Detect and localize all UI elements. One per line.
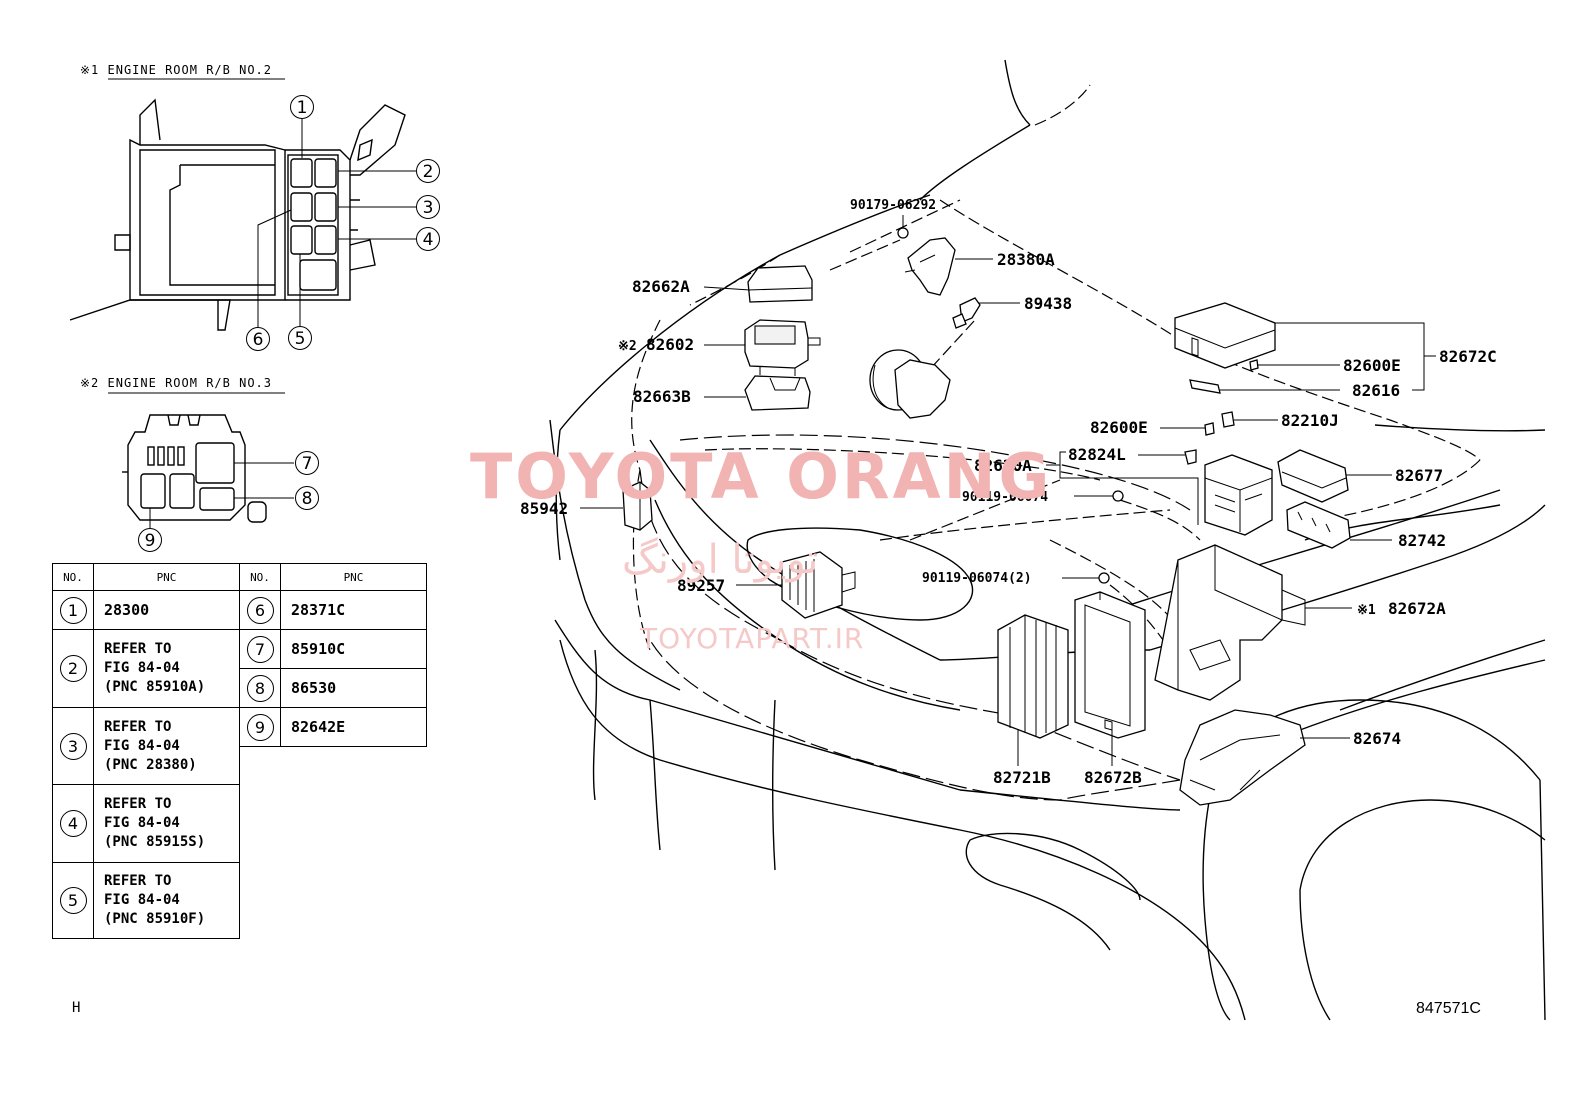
svg-text:5: 5 — [295, 329, 306, 349]
part-82620A-block — [1204, 454, 1273, 536]
circle-6: 6 — [246, 327, 270, 351]
header-no-right: NO. — [239, 563, 281, 591]
table-row-2-pnc: REFER TO FIG 84-04 (PNC 85910A) — [93, 629, 240, 708]
circle-1: 1 — [290, 95, 314, 119]
table-row-4-no: 4 — [52, 784, 94, 863]
table-row-1-no: 1 — [52, 590, 94, 630]
header-no-left: NO. — [52, 563, 94, 591]
svg-text:3: 3 — [423, 198, 434, 218]
inset-rb2-title: ※1 ENGINE ROOM R/B NO.2 — [80, 63, 272, 77]
table-row-3-pnc: REFER TO FIG 84-04 (PNC 28380) — [93, 707, 240, 785]
circle-8: 8 — [295, 486, 319, 510]
footer-code-left: H — [72, 1000, 81, 1016]
part-82662A-cover — [747, 265, 813, 303]
label-85942: 85942 — [520, 499, 568, 518]
part-82672C-cover — [1174, 302, 1276, 369]
table-row-1-pnc: 28300 — [93, 590, 240, 630]
part-82600E-fuse-b — [1204, 422, 1215, 436]
label-82600E-b: 82600E — [1090, 418, 1148, 437]
label-82602-mark: ※2 — [618, 339, 637, 354]
label-82662A: 82662A — [632, 277, 690, 296]
label-28380A: 28380A — [997, 250, 1055, 269]
label-82616: 82616 — [1352, 381, 1400, 400]
header-pnc-right: PNC — [280, 563, 427, 591]
table-row-5-pnc: REFER TO FIG 84-04 (PNC 85910F) — [93, 862, 240, 939]
circle-9: 9 — [138, 528, 162, 552]
circle-2: 2 — [416, 159, 440, 183]
part-82600E-fuse-a — [1249, 359, 1259, 371]
vehicle-outline — [549, 59, 1546, 1021]
label-89257: 89257 — [677, 576, 725, 595]
part-82677-cover — [1277, 449, 1349, 503]
table-row-5-no: 5 — [52, 862, 94, 939]
part-horn — [869, 349, 951, 419]
part-85942-relay — [622, 481, 653, 531]
label-82672C: 82672C — [1439, 347, 1497, 366]
part-82602-relay-block — [744, 319, 821, 376]
relay-block-no3-drawing — [122, 414, 267, 523]
table-row-9-pnc: 82642E — [280, 707, 427, 747]
label-82620A: 82620A — [974, 456, 1032, 475]
label-82602: 82602 — [646, 335, 694, 354]
svg-text:1: 1 — [297, 98, 308, 118]
circle-5: 5 — [288, 326, 312, 350]
svg-text:2: 2 — [423, 162, 434, 182]
part-82721B-ecu — [997, 614, 1069, 739]
relay-block-no2-drawing — [69, 98, 406, 331]
svg-text:7: 7 — [302, 454, 313, 474]
label-82210J: 82210J — [1281, 411, 1339, 430]
table-row-8-pnc: 86530 — [280, 668, 427, 708]
label-82824L: 82824L — [1068, 445, 1126, 464]
label-82672A-mark: ※1 — [1357, 603, 1376, 618]
part-82616-fuse-puller — [1189, 379, 1221, 394]
part-82672A-box — [1154, 544, 1306, 701]
label-82672B: 82672B — [1084, 768, 1142, 787]
table-row-8-no: 8 — [239, 668, 281, 708]
table-row-6-pnc: 28371C — [280, 590, 427, 630]
circle-7: 7 — [295, 451, 319, 475]
callout-leaders — [580, 215, 1436, 766]
label-82677: 82677 — [1395, 466, 1443, 485]
table-row-6-no: 6 — [239, 590, 281, 630]
label-82721B: 82721B — [993, 768, 1051, 787]
part-82210J-fuse — [1221, 411, 1235, 428]
table-row-4-pnc: REFER TO FIG 84-04 (PNC 85915S) — [93, 784, 240, 863]
pnc-table: NO. PNC NO. PNC 1 28300 6 28371C 2 REFER… — [52, 563, 427, 939]
label-90179-06292: 90179-06292 — [850, 198, 936, 213]
label-90119-06074-b: 90119-06074(2) — [922, 571, 1032, 586]
part-82742-block — [1286, 501, 1351, 549]
part-82674-bracket — [1179, 709, 1306, 806]
table-row-2-no: 2 — [52, 629, 94, 708]
part-90119-nut-a — [1112, 490, 1124, 502]
label-82600E-a: 82600E — [1343, 356, 1401, 375]
label-90119-06074-a: 90119-06074 — [962, 490, 1048, 505]
svg-text:6: 6 — [253, 330, 264, 350]
circle-4: 4 — [416, 227, 440, 251]
part-89438-sensor — [952, 297, 981, 329]
svg-text:9: 9 — [145, 531, 156, 551]
label-82672A: 82672A — [1388, 599, 1446, 618]
part-90179-nut — [897, 227, 909, 239]
table-row-9-no: 9 — [239, 707, 281, 747]
table-row-3-no: 3 — [52, 707, 94, 785]
part-89257-ecu — [781, 551, 856, 619]
header-pnc-left: PNC — [93, 563, 240, 591]
inset-rb3-title: ※2 ENGINE ROOM R/B NO.3 — [80, 376, 272, 390]
label-82742: 82742 — [1398, 531, 1446, 550]
label-82663B: 82663B — [633, 387, 691, 406]
part-82663B-cover — [744, 375, 811, 411]
table-row-7-pnc: 85910C — [280, 629, 427, 669]
part-28380A-bracket — [904, 237, 956, 296]
part-82672B-panel — [1074, 591, 1146, 739]
svg-text:8: 8 — [302, 489, 313, 509]
label-82674: 82674 — [1353, 729, 1401, 748]
circle-3: 3 — [416, 195, 440, 219]
figure-number: 847571C — [1416, 1000, 1481, 1017]
part-90119-nut-b — [1098, 572, 1110, 584]
table-row-7-no: 7 — [239, 629, 281, 669]
label-89438: 89438 — [1024, 294, 1072, 313]
part-82824L-clip — [1184, 449, 1197, 465]
svg-text:4: 4 — [423, 230, 434, 250]
